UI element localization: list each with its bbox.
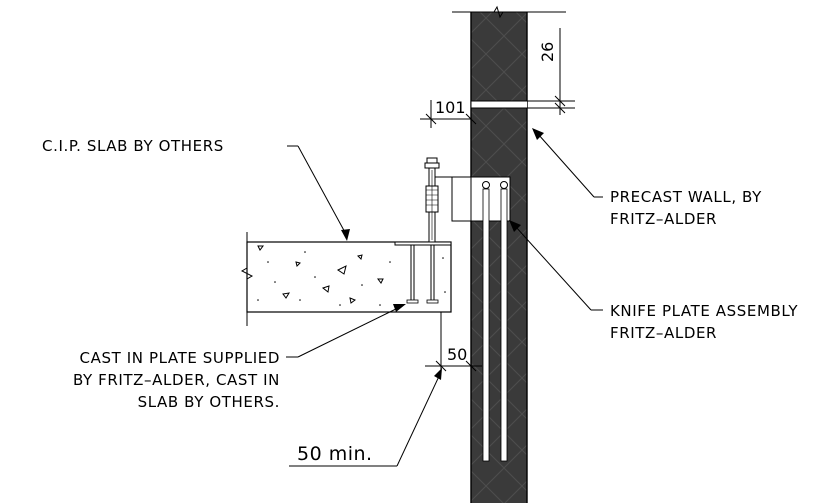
wall-joint-gap	[471, 101, 527, 108]
bolt-hole-left	[482, 181, 490, 189]
dim-101-text: 101	[435, 98, 466, 117]
tie-bolt	[424, 157, 440, 243]
wall-hatch	[471, 12, 527, 503]
label-knife-plate-line2: FRITZ–ALDER	[610, 324, 717, 342]
cip-slab	[240, 157, 452, 326]
wall-break-mark	[493, 5, 504, 19]
dim-50-text: 50	[447, 345, 467, 364]
knife-plate-assembly	[451, 176, 511, 462]
dim-101: 101	[420, 98, 477, 130]
knife-plate-seat	[451, 176, 472, 222]
embed-plate-left	[482, 188, 490, 462]
label-precast-wall-line1: PRECAST WALL, BY	[610, 188, 762, 206]
label-knife-plate-line1: KNIFE PLATE ASSEMBLY	[610, 302, 798, 320]
label-50-min: 50 min.	[297, 443, 373, 465]
label-cast-plate-line1: CAST IN PLATE SUPPLIED	[80, 349, 280, 367]
dim-26: 26	[527, 11, 575, 115]
slab-outline	[246, 241, 452, 313]
leader-precast-wall	[532, 128, 603, 198]
dim-26-text: 26	[538, 42, 557, 62]
leader-cip-slab	[287, 145, 350, 241]
dim-50: 50	[425, 312, 482, 372]
embed-plate-right	[500, 188, 508, 462]
label-cast-plate-line3: SLAB BY OTHERS.	[138, 393, 280, 411]
label-cip-slab: C.I.P. SLAB BY OTHERS	[42, 137, 224, 155]
cast-in-plate	[394, 241, 452, 246]
label-precast-wall-line2: FRITZ–ALDER	[610, 210, 717, 228]
leader-50-min	[289, 368, 442, 467]
headed-studs	[406, 245, 439, 304]
precast-wall	[452, 5, 546, 503]
leader-knife-plate	[509, 220, 603, 311]
label-cast-plate-line2: BY FRITZ–ALDER, CAST IN	[73, 371, 280, 389]
leader-cast-plate	[286, 304, 406, 358]
concrete-aggregate	[257, 245, 446, 306]
bolt-hole-right	[500, 181, 508, 189]
